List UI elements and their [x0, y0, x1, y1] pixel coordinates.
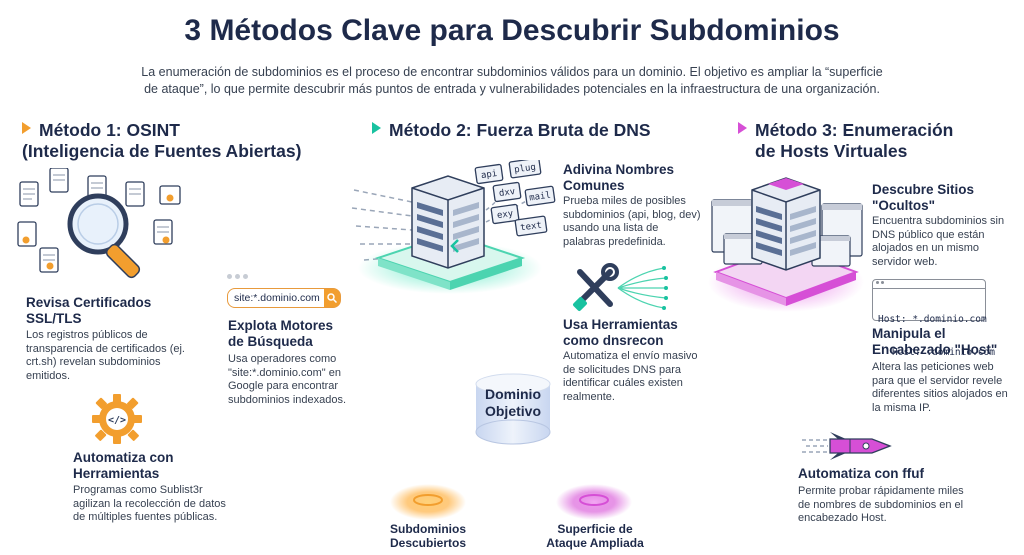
ssl-title: Revisa Certificados SSL/TLS [26, 295, 151, 327]
intro-text: La enumeración de subdominios es el proc… [141, 65, 883, 96]
tools-title: Automatiza con Herramientas [73, 450, 174, 482]
search-engines-desc: Usa operadores como "site:*.dominio.com"… [228, 353, 347, 406]
dnsrecon-title-line1: Usa Herramientas [563, 317, 678, 332]
target-domain-line1: Dominio [485, 386, 541, 402]
method2-heading-text: Método 2: Fuerza Bruta de DNS [389, 120, 651, 140]
guess-names-title-line1: Adivina Nombres [563, 162, 675, 177]
browser-dots [227, 274, 248, 279]
host-line2: Host: .dominio.com [892, 347, 995, 358]
hidden-sites-title-line2: "Ocultos" [872, 198, 936, 213]
discovered-line1: Subdominios [390, 522, 466, 536]
attack-surface-line2: Ataque Ampliada [546, 536, 644, 550]
svg-text:</>: </> [108, 415, 126, 426]
ssl-desc: Los registros públicos de transparencia … [26, 329, 185, 382]
target-domain-label: Dominio Objetivo [463, 386, 563, 420]
tools-desc: Programas como Sublist3r agilizan la rec… [73, 484, 226, 523]
method3-heading-line2: de Hosts Virtuales [755, 141, 908, 161]
tools-title-line1: Automatiza con [73, 450, 174, 465]
target-domain-cylinder [475, 373, 551, 445]
attack-surface-line1: Superficie de [557, 522, 633, 536]
discovered-line2: Descubiertos [389, 536, 467, 550]
guess-names-title: Adivina Nombres Comunes [563, 162, 674, 194]
attack-surface-glow-icon [556, 484, 632, 520]
hidden-sites-title-line1: Descubre Sitios [872, 182, 975, 197]
guess-names-title-line2: Comunes [563, 178, 625, 193]
method1-heading-line1: Método 1: OSINT [39, 120, 180, 140]
dnsrecon-desc: Automatiza el envío masivo de solicitude… [563, 350, 698, 403]
method2-heading: Método 2: Fuerza Bruta de DNS [372, 120, 672, 141]
method1-heading: Método 1: OSINT (Inteligencia de Fuentes… [22, 120, 342, 162]
attack-surface-label: Superficie de Ataque Ampliada [534, 522, 656, 550]
word-tag-1: plug [514, 163, 537, 176]
search-engines-title: Explota Motores de Búsqueda [228, 318, 333, 350]
ssl-title-line1: Revisa Certificados [26, 295, 152, 310]
tools-title-line2: Herramientas [73, 466, 160, 481]
host-line1: Host: *.dominio.com [878, 314, 987, 325]
host-header-title: Manipula el Encabezado "Host" [872, 326, 997, 358]
wrench-screwdriver-icon [573, 263, 668, 311]
search-operator-text: site:*.dominio.com [234, 292, 320, 304]
discovered-label: Subdominios Descubiertos [372, 522, 484, 550]
word-tag-4: exy [496, 209, 514, 221]
host-header-title-line2: Encabezado "Host" [872, 342, 998, 357]
word-tag-0: api [480, 169, 497, 181]
search-operator-box: site:*.dominio.com [227, 288, 341, 308]
dnsrecon-title: Usa Herramientas como dnsrecon [563, 317, 678, 349]
dnsrecon-title-line2: como dnsrecon [563, 333, 664, 348]
page-title: 3 Métodos Clave para Descubrir Subdomini… [184, 14, 840, 47]
search-engines-title-line1: Explota Motores [228, 318, 334, 333]
guess-names-desc: Prueba miles de posibles subdominios (ap… [563, 195, 701, 248]
word-tag-5: text [520, 221, 543, 234]
wordlist-tags: api plug dxv mail exy text [474, 160, 556, 237]
host-header-box: Host: *.dominio.com Host: .dominio.com [872, 279, 995, 358]
documents-magnifier-icon [17, 168, 181, 279]
method2-marker-icon [372, 122, 381, 134]
word-tag-3: mail [529, 191, 552, 204]
ffuf-title: Automatiza con ffuf [798, 466, 924, 481]
method3-heading-line1: Método 3: Enumeración [755, 120, 954, 140]
virtual-hosts-server-icon [708, 177, 864, 312]
target-domain-line2: Objetivo [484, 403, 541, 419]
method1-heading-line2: (Inteligencia de Fuentes Abiertas) [22, 141, 302, 161]
host-header-title-line1: Manipula el [872, 326, 946, 341]
ssl-title-line2: SSL/TLS [26, 311, 82, 326]
ffuf-rocket-icon [802, 432, 892, 460]
search-engines-title-line2: de Búsqueda [228, 334, 313, 349]
word-tag-2: dxv [498, 187, 515, 199]
method1-marker-icon [22, 122, 31, 134]
discovered-glow-icon [390, 484, 466, 520]
host-header-desc: Altera las peticiones web para que el se… [872, 361, 1008, 414]
method3-marker-icon [738, 122, 747, 134]
method3-heading: Método 3: Enumeración de Hosts Virtuales [738, 120, 1008, 162]
hidden-sites-title: Descubre Sitios "Ocultos" [872, 182, 974, 214]
search-icon [324, 289, 340, 307]
hidden-sites-desc: Encuentra subdominios sin DNS público qu… [872, 215, 1005, 268]
gear-code-icon: </> [92, 394, 142, 444]
ffuf-desc: Permite probar rápidamente miles de nomb… [798, 485, 964, 524]
